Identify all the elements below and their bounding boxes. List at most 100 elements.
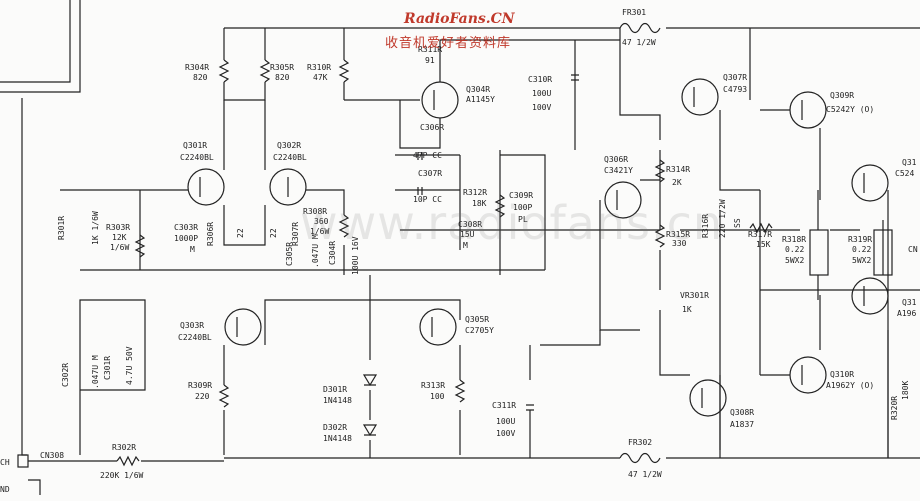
- q312-value: A196: [897, 309, 916, 318]
- q303-value: C2240BL: [178, 333, 212, 342]
- r313-resistor: [454, 379, 466, 403]
- r311-value: 91: [425, 56, 435, 65]
- q304-label: Q304R: [466, 85, 490, 94]
- c306-label: C306R: [420, 123, 444, 132]
- c302-value: .047U M: [91, 355, 100, 389]
- c302-label: C302R: [61, 363, 70, 387]
- q305-label: Q305R: [465, 315, 489, 324]
- c305-value: .047U M: [311, 234, 320, 268]
- fr302-value: 47 1/2W: [628, 470, 662, 479]
- r317-value: 15K: [756, 240, 771, 249]
- c309-value-b: PL: [518, 215, 528, 224]
- q303-label: Q303R: [180, 321, 204, 330]
- r318-value-a: 0.22: [785, 245, 804, 254]
- q304-transistor: [421, 81, 459, 119]
- c309-label: C309R: [509, 191, 533, 200]
- r316-value-b: SS: [733, 218, 742, 228]
- r314-resistor: [654, 159, 666, 183]
- r307-label: R307R: [291, 222, 300, 246]
- r315-resistor: [654, 224, 666, 248]
- c311-label: C311R: [492, 401, 516, 410]
- c308-value-b: M: [463, 241, 468, 250]
- d301-value: 1N4148: [323, 396, 352, 405]
- c307-value: 10P CC: [413, 195, 442, 204]
- q303-transistor: [224, 308, 262, 346]
- q308-transistor: [689, 379, 727, 417]
- cn-label: CN: [908, 245, 918, 254]
- q311-label: Q31: [902, 158, 917, 167]
- r305-resistor: [259, 59, 271, 83]
- c301-value: 4.7U 50V: [125, 346, 134, 385]
- r302-label: R302R: [112, 443, 136, 452]
- c306-value: 47P CC: [413, 151, 442, 160]
- q308-label: Q308R: [730, 408, 754, 417]
- r316-value-a: 220 1/2W: [718, 199, 727, 238]
- c310-cap: [571, 74, 579, 81]
- r307-value: 22: [269, 228, 278, 238]
- q301-value: C2240BL: [180, 153, 214, 162]
- r301-label: R301R: [57, 216, 66, 240]
- r309-value: 220: [195, 392, 210, 401]
- r308-label: R308R: [303, 207, 327, 216]
- r308-value-a: 360: [314, 217, 329, 226]
- r304-resistor: [218, 59, 230, 83]
- r309-resistor: [218, 384, 230, 408]
- q302-transistor: [269, 168, 307, 206]
- c304-value: 100U 16V: [351, 236, 360, 275]
- c310-value-b: 100V: [532, 103, 551, 112]
- r312-resistor: [494, 194, 506, 218]
- r320-label: R320R: [890, 396, 899, 420]
- r310-resistor: [338, 59, 350, 83]
- c308-label: C308R: [458, 220, 482, 229]
- ch-label: CH: [0, 458, 10, 467]
- q305-transistor: [419, 308, 457, 346]
- c307-label: C307R: [418, 169, 442, 178]
- q310-transistor: [789, 356, 827, 394]
- r308-value-b: 1/6W: [310, 227, 329, 236]
- vr301-value: 1K: [682, 305, 692, 314]
- q307-label: Q307R: [723, 73, 747, 82]
- brand-title: RadioFans.CN: [404, 11, 515, 27]
- r303-value-a: 12K: [112, 233, 127, 242]
- q312-label: Q31: [902, 298, 917, 307]
- q309-value: C5242Y (O): [826, 105, 874, 114]
- c310-label: C310R: [528, 75, 552, 84]
- r302-resistor: [116, 455, 140, 467]
- r318-value-b: 5WX2: [785, 256, 804, 265]
- c303-value-b: M: [190, 245, 195, 254]
- r303-value-b: 1/6W: [110, 243, 129, 252]
- q307-value: C4793: [723, 85, 747, 94]
- q309-transistor: [789, 91, 827, 129]
- c309-value-a: 100P: [513, 203, 532, 212]
- r303-resistor: [134, 234, 146, 258]
- r318-label: R318R: [782, 235, 806, 244]
- d302-label: D302R: [323, 423, 347, 432]
- c306-c307-caps: [417, 152, 423, 195]
- c311-value-a: 100U: [496, 417, 515, 426]
- c303-value-a: 1000P: [174, 234, 198, 243]
- r308-resistor: [338, 214, 350, 238]
- r319-value-b: 5WX2: [852, 256, 871, 265]
- r301-value: 1K 1/6W: [91, 211, 100, 245]
- watermark: www.radiofans.cn: [300, 196, 724, 250]
- c310-value-a: 100U: [532, 89, 551, 98]
- d302-diode: [362, 424, 378, 437]
- q310-label: Q310R: [830, 370, 854, 379]
- r305-value: 820: [275, 73, 290, 82]
- q301-transistor: [187, 168, 225, 206]
- c305-label: C305R: [285, 242, 294, 266]
- cn308-label: CN308: [40, 451, 64, 460]
- q308-value: A1837: [730, 420, 754, 429]
- gnd-label: ND: [0, 485, 10, 494]
- c303-label: C303R: [174, 223, 198, 232]
- q307-transistor: [681, 78, 719, 116]
- cn308-connector: [17, 454, 29, 468]
- c301-label: C301R: [103, 356, 112, 380]
- r319-resistor: [873, 229, 893, 276]
- r313-value: 100: [430, 392, 445, 401]
- r314-label: R314R: [666, 165, 690, 174]
- r315-value: 330: [672, 239, 687, 248]
- r309-label: R309R: [188, 381, 212, 390]
